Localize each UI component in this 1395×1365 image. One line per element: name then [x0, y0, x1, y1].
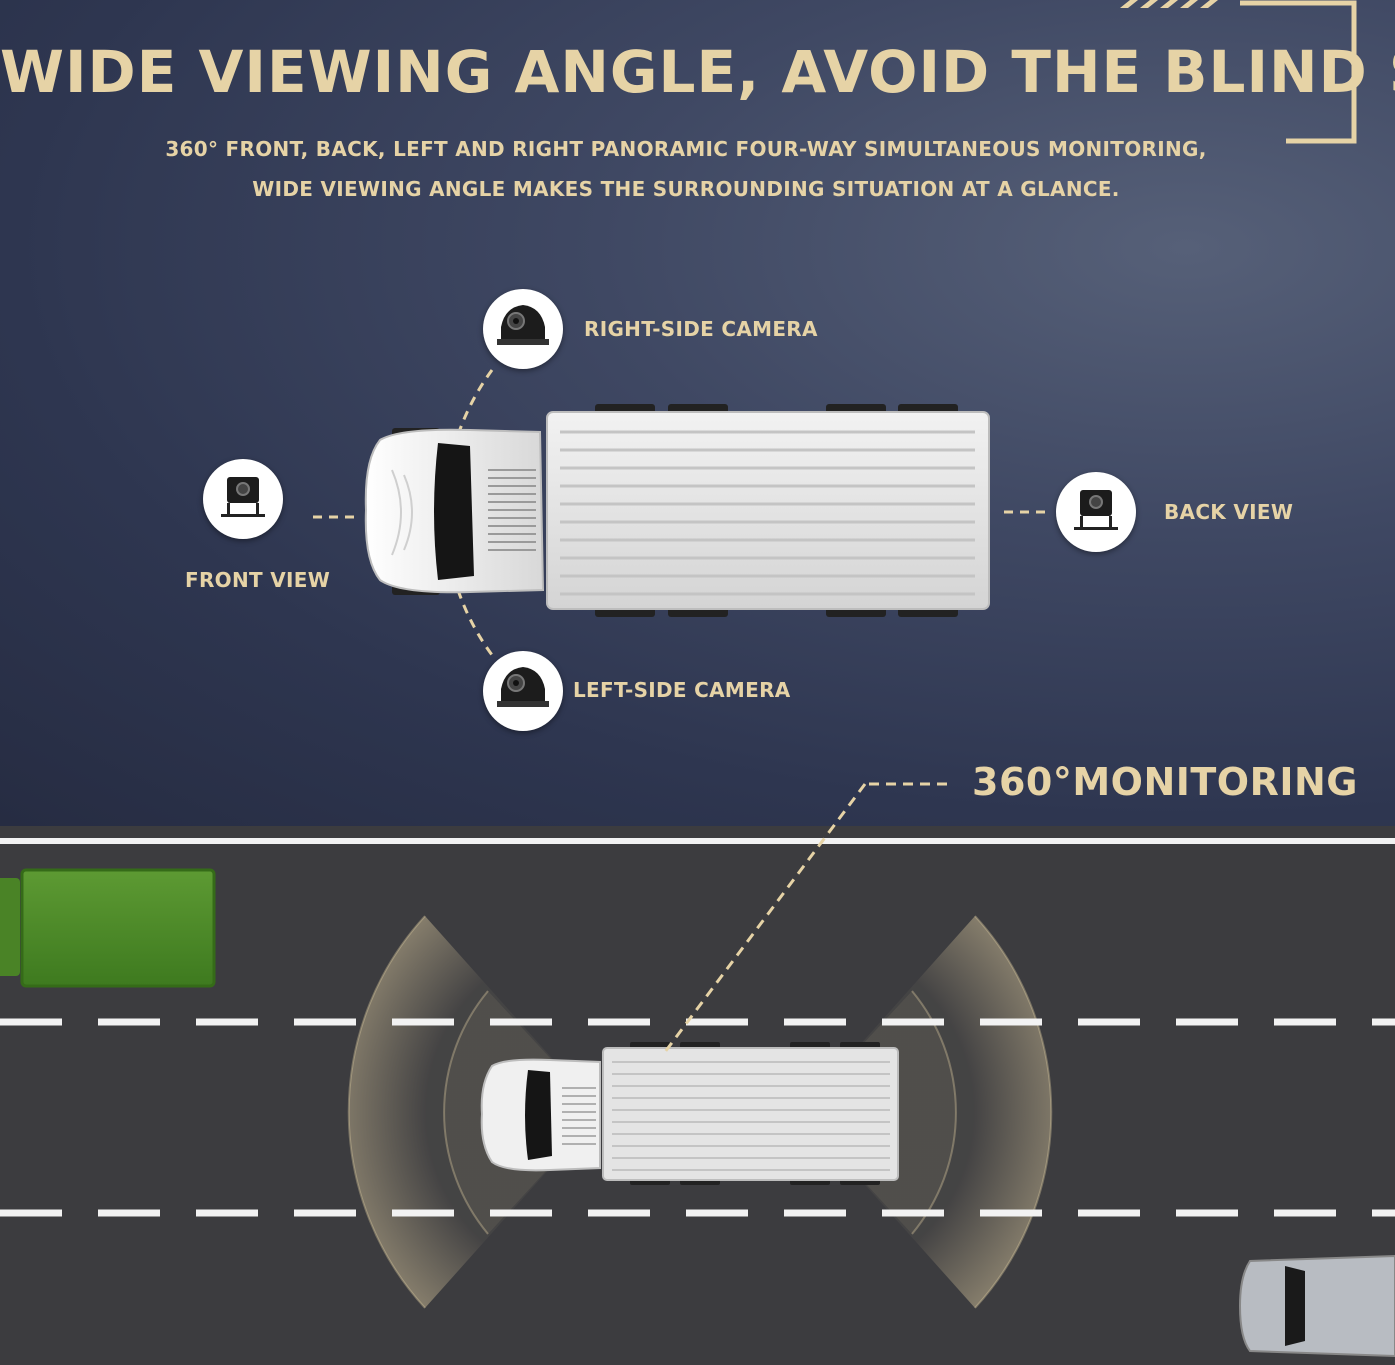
- left-side-camera-label: LEFT-SIDE CAMERA: [573, 678, 791, 702]
- right-side-camera-label: RIGHT-SIDE CAMERA: [584, 317, 818, 341]
- right-side-camera-icon: [483, 289, 563, 369]
- road-panel: [0, 826, 1395, 1365]
- front-view-label: FRONT VIEW: [185, 568, 331, 592]
- corner-bracket: [1120, 0, 1357, 144]
- road-scene: [0, 838, 1395, 1358]
- camera-connectors: [313, 369, 1050, 656]
- back-view-label: BACK VIEW: [1164, 500, 1294, 524]
- back-view-camera-icon: [1056, 472, 1136, 552]
- headline: WIDE VIEWING ANGLE, AVOID THE BLIND SPOT: [0, 38, 1395, 106]
- top-panel: WIDE VIEWING ANGLE, AVOID THE BLIND SPOT…: [0, 0, 1395, 826]
- subtitle-line-2: WIDE VIEWING ANGLE MAKES THE SURROUNDING…: [252, 177, 1120, 201]
- front-view-camera-icon: [203, 459, 283, 539]
- truck-top-view: [364, 404, 990, 617]
- monitoring-label: 360°MONITORING: [972, 760, 1358, 804]
- subtitle-line-1: 360° FRONT, BACK, LEFT AND RIGHT PANORAM…: [165, 137, 1207, 161]
- left-side-camera-icon: [483, 651, 563, 731]
